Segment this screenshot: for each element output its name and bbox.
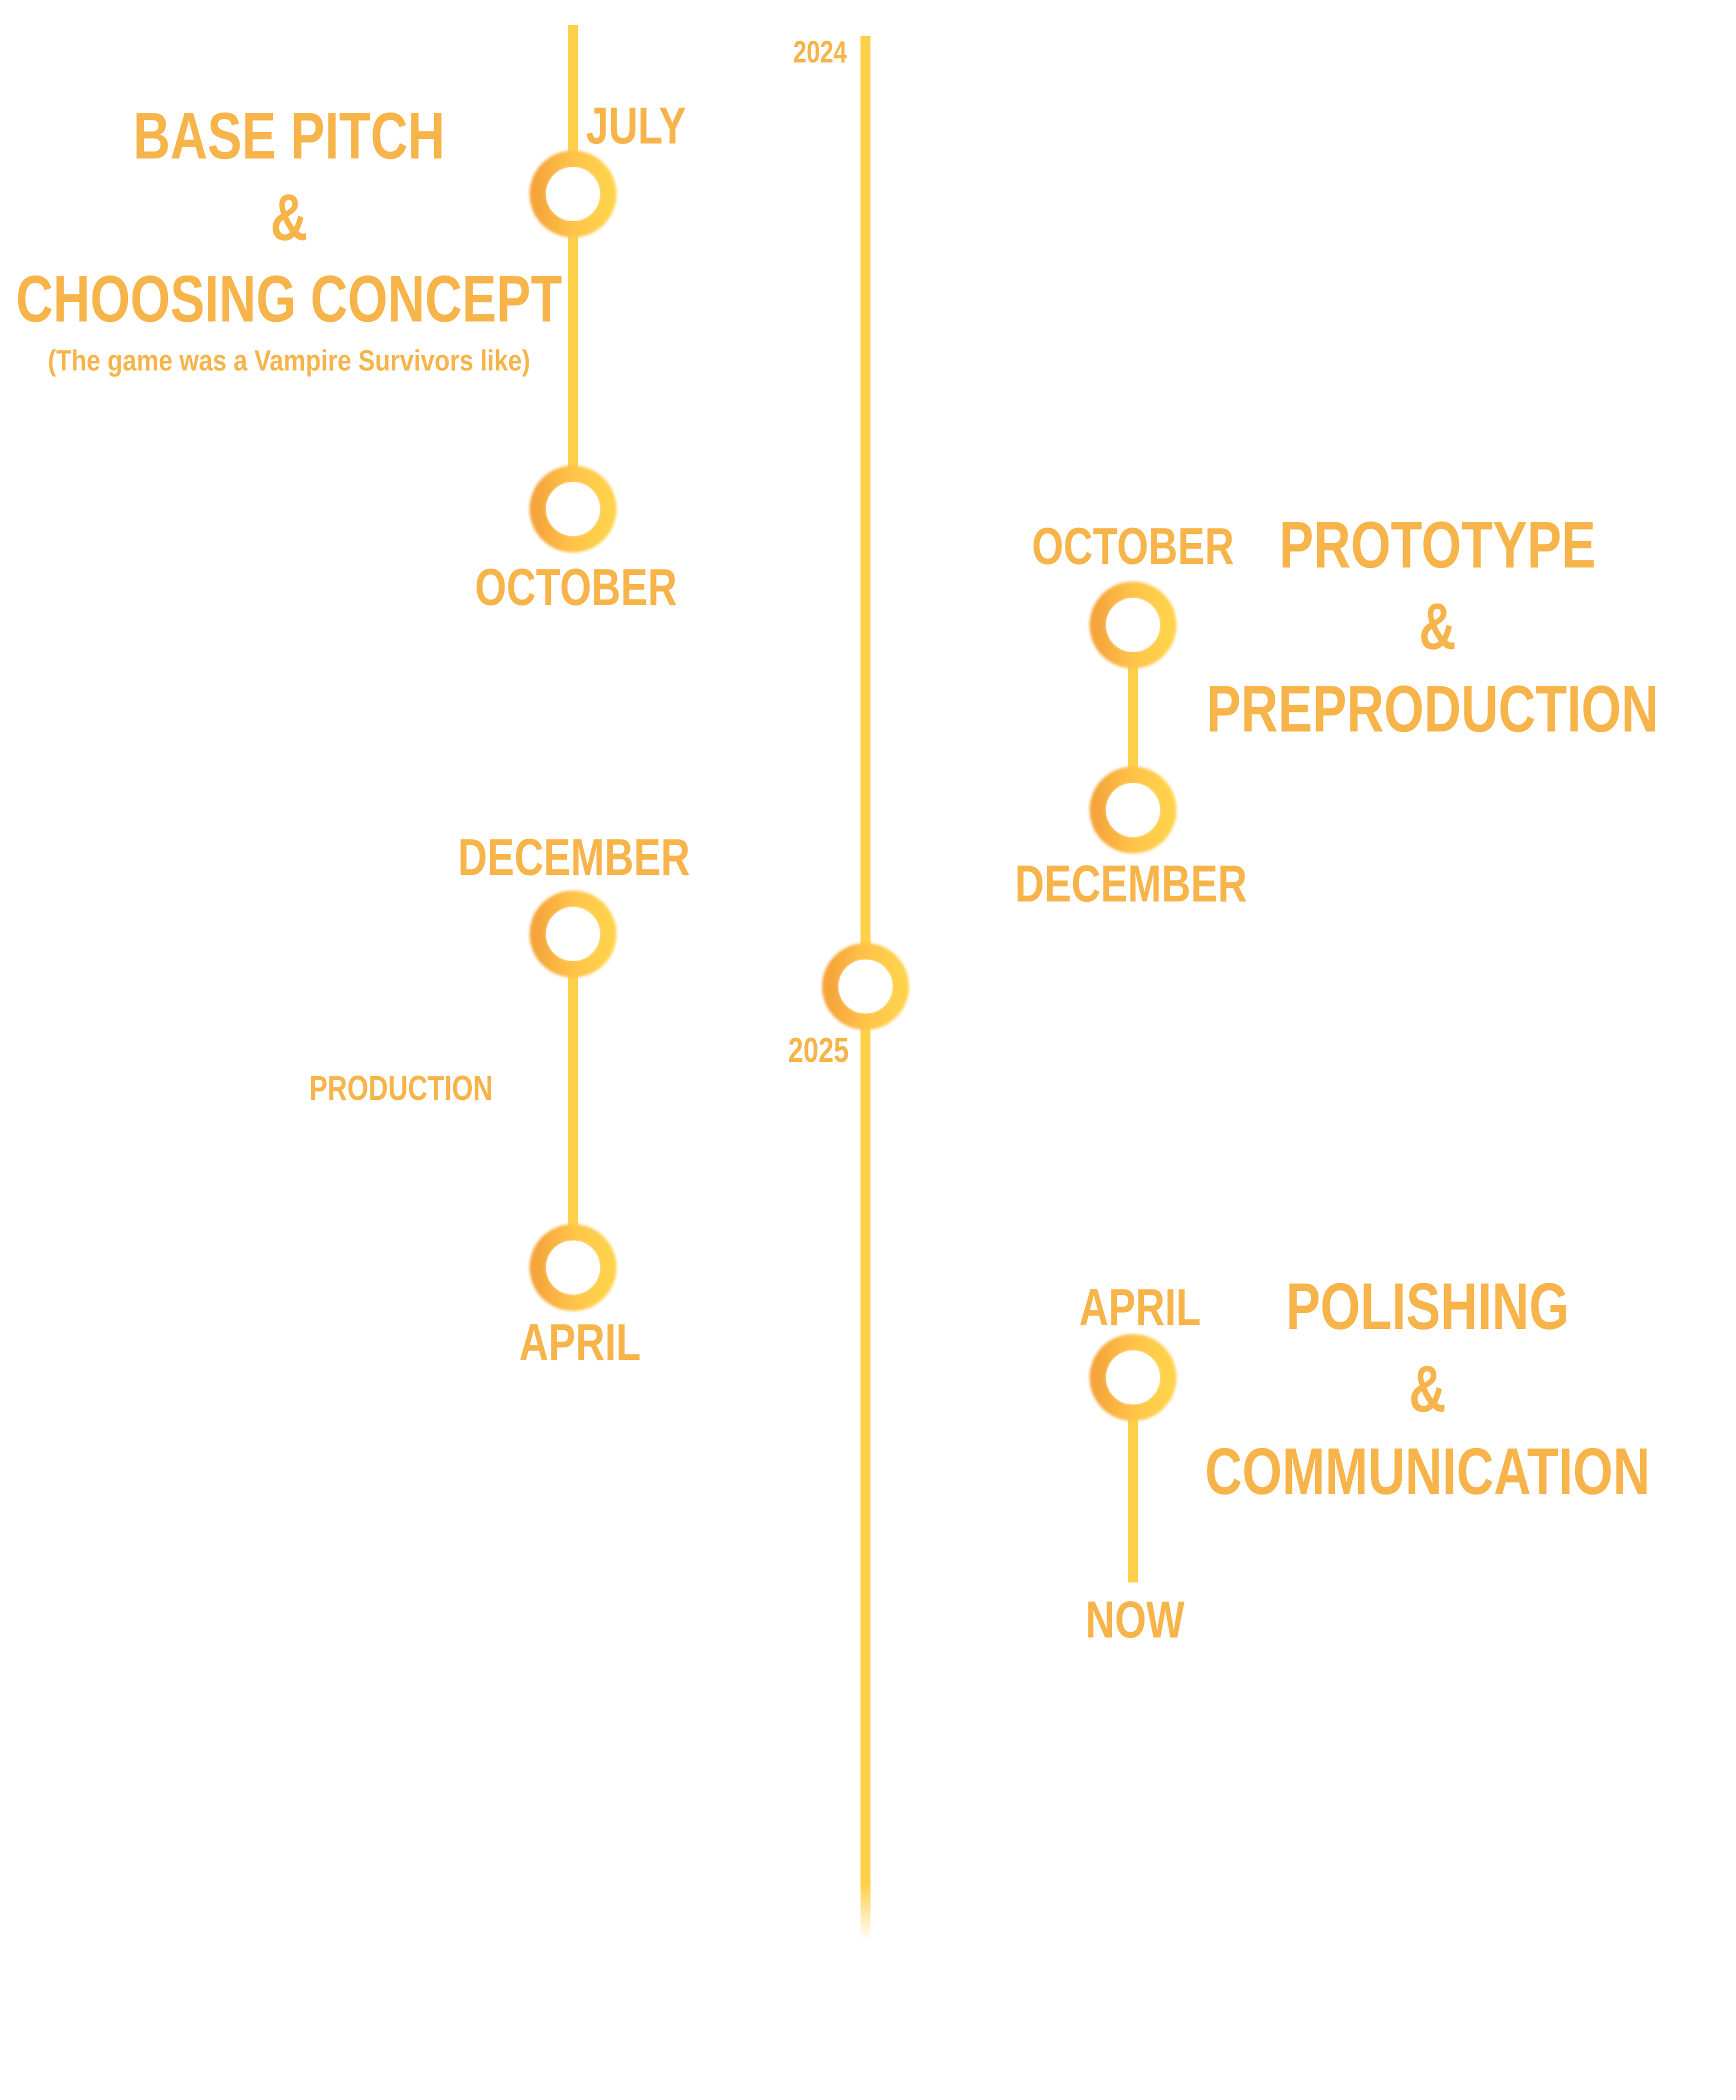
phase3-title: PRODUCTION <box>309 1068 493 1108</box>
phase2-title-line1: PROTOTYPE <box>1279 508 1596 582</box>
milestone-ring-december-1 <box>1090 766 1176 854</box>
phase1-note: (The game was a Vampire Survivors like) <box>48 344 530 377</box>
phase1-segment-line <box>568 25 578 510</box>
milestone-ring-2025 <box>822 943 909 1030</box>
phase4-title-amp: & <box>1408 1352 1446 1426</box>
phase3-end-label: APRIL <box>519 1314 641 1372</box>
milestone-ring-april-2 <box>1090 1334 1176 1421</box>
phase3-start-label: DECEMBER <box>458 828 690 886</box>
milestone-ring-april-1 <box>530 1224 616 1311</box>
milestone-ring-october-1 <box>530 466 616 552</box>
phase4-title-line2: COMMUNICATION <box>1204 1434 1650 1508</box>
phase2-start-label: OCTOBER <box>1032 518 1234 576</box>
phase2-end-label: DECEMBER <box>1014 855 1248 913</box>
phase4-title-line1: POLISHING <box>1286 1270 1570 1343</box>
milestone-ring-december-2 <box>530 890 616 978</box>
year-label-2025: 2025 <box>788 1030 849 1070</box>
phase2-segment-line <box>1128 625 1138 810</box>
phase2-title-amp: & <box>1418 590 1456 663</box>
phase4-segment-line <box>1128 1380 1138 1582</box>
phase1-title-amp: & <box>270 180 308 254</box>
year-label-2024: 2024 <box>793 35 847 70</box>
phase1-start-label: JULY <box>586 97 686 155</box>
phase3-segment-line <box>568 930 578 1265</box>
phase1-end-label: OCTOBER <box>474 558 678 616</box>
phase2-title-line2: PREPRODUCTION <box>1206 672 1658 746</box>
phase4-end-label: NOW <box>1085 1591 1185 1649</box>
phase4-start-label: APRIL <box>1079 1278 1201 1336</box>
phase1-title-line2: CHOOSING CONCEPT <box>16 262 562 336</box>
phase1-title-line1: BASE PITCH <box>133 99 445 172</box>
milestone-ring-july <box>530 150 616 238</box>
milestone-ring-october-2 <box>1090 582 1176 668</box>
